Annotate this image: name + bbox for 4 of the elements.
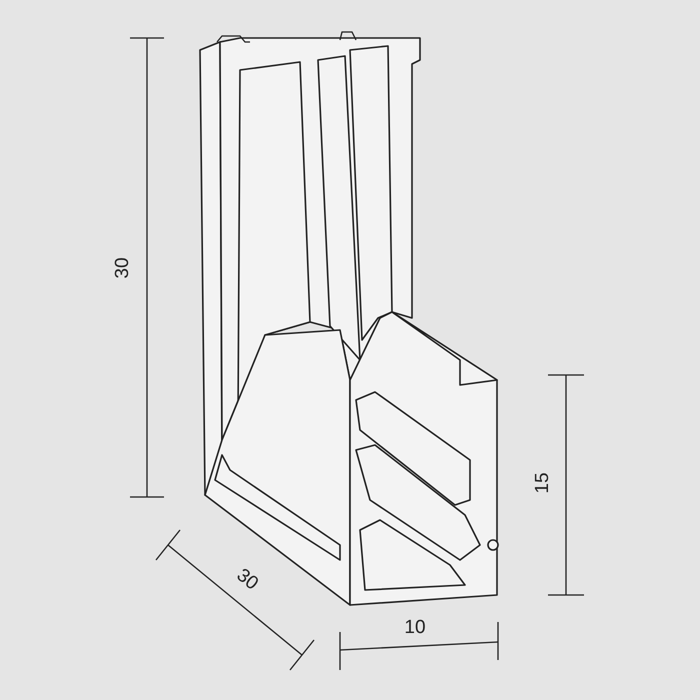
dimension-label: 30 [232, 564, 262, 596]
dimension-label: 10 [404, 617, 426, 639]
dimension-label: 15 [532, 472, 554, 494]
dimension-label: 30 [112, 257, 134, 279]
